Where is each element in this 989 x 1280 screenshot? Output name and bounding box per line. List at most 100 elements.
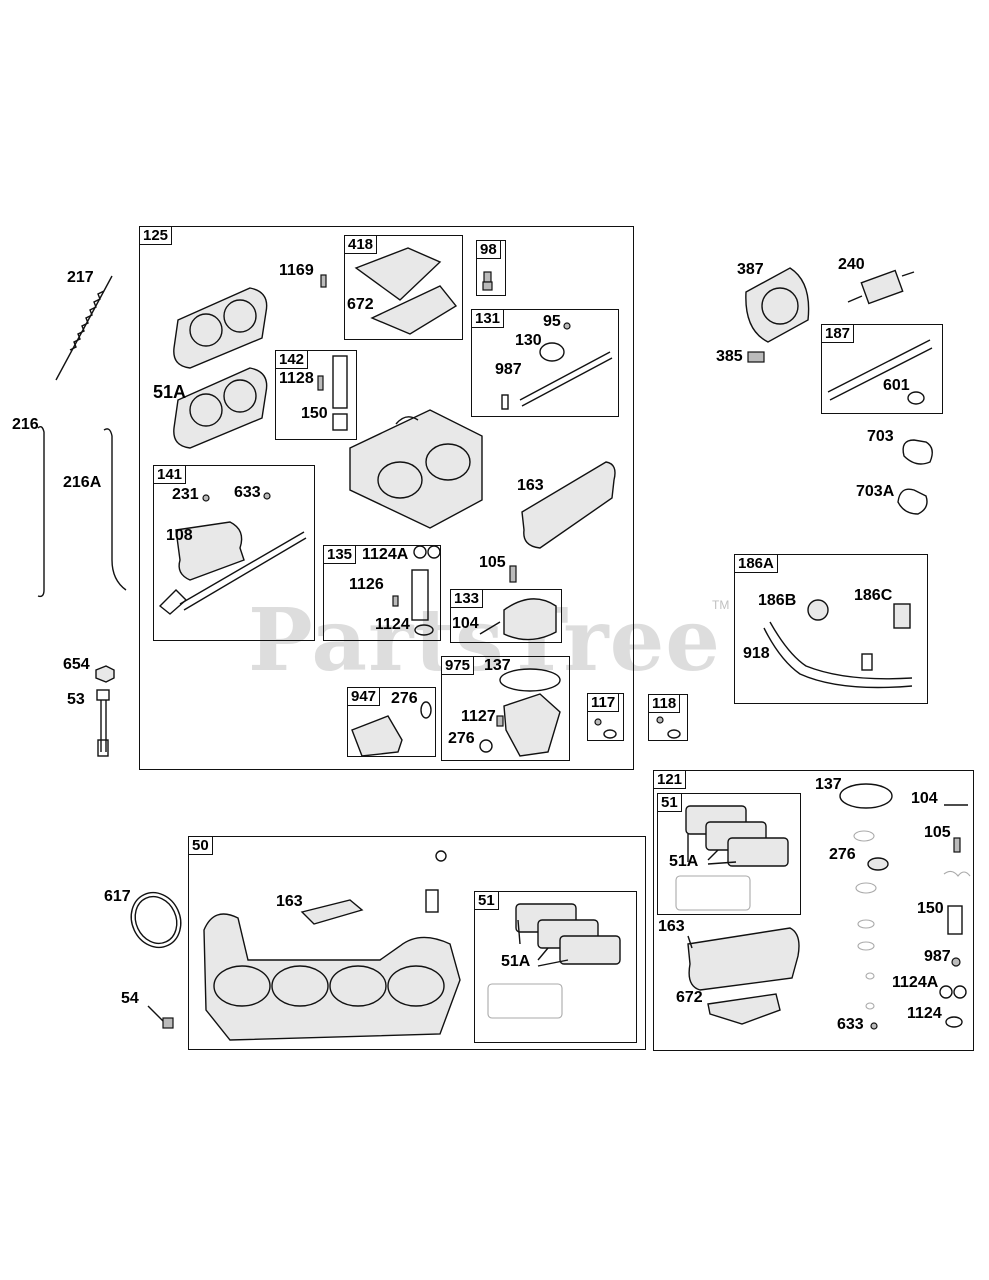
- callout-1128: 1128: [279, 370, 314, 387]
- group-box-975: 975: [441, 656, 570, 761]
- callout-703a: 703A: [856, 483, 895, 500]
- group-label-947: 947: [347, 687, 381, 706]
- clamp-703a-drawing: [897, 488, 928, 515]
- link-216-drawing: [37, 425, 45, 598]
- group-label-141: 141: [153, 465, 187, 484]
- callout-672-box121: 672: [676, 989, 703, 1006]
- plate-672-drawing: [370, 285, 458, 335]
- group-label-125: 125: [139, 226, 173, 245]
- group-label-975: 975: [441, 656, 475, 675]
- shaft-141-drawing: [158, 492, 307, 615]
- callout-918: 918: [743, 645, 770, 662]
- callout-654: 654: [63, 656, 90, 673]
- callout-163-box50: 163: [276, 893, 303, 910]
- nut-654-drawing: [95, 665, 115, 683]
- group-label-131: 131: [471, 309, 505, 328]
- callout-186b: 186B: [758, 592, 797, 609]
- callout-703: 703: [867, 428, 894, 445]
- carburetor-body-drawing: [349, 409, 483, 529]
- callout-163: 163: [517, 477, 544, 494]
- group-box-135: 135: [323, 545, 441, 641]
- callout-633: 633: [234, 484, 261, 501]
- callout-150-box121: 150: [917, 900, 944, 917]
- callout-1124a: 1124A: [362, 546, 409, 563]
- callout-387: 387: [737, 261, 764, 278]
- group-box-142: 142: [275, 350, 357, 440]
- group-box-141: 141: [153, 465, 315, 641]
- parts-117-drawing: [594, 718, 617, 739]
- callout-186c: 186C: [854, 587, 893, 604]
- gasket-51a-drawing: [173, 367, 268, 449]
- link-216a-drawing: [103, 428, 127, 591]
- callout-385: 385: [716, 348, 743, 365]
- group-box-51-in-50: 51: [474, 891, 637, 1043]
- group-label-187: 187: [821, 324, 855, 343]
- callout-104-box121: 104: [911, 790, 938, 807]
- group-label-133: 133: [450, 589, 484, 608]
- bracket-142-drawing: [317, 355, 348, 431]
- callout-617: 617: [104, 888, 131, 905]
- group-label-142: 142: [275, 350, 309, 369]
- group-label-118: 118: [648, 694, 681, 713]
- gasket-163-drawing: [521, 461, 616, 549]
- callout-276-975: 276: [448, 730, 475, 747]
- callout-231: 231: [172, 486, 199, 503]
- parts-118-drawing: [656, 716, 681, 739]
- callout-51a: 51A: [153, 382, 187, 402]
- group-box-947: 947: [347, 687, 436, 757]
- group-label-186a: 186A: [734, 554, 778, 573]
- group-label-121: 121: [653, 770, 687, 789]
- gasket-163-box121-drawing: [687, 927, 800, 991]
- callout-276-947: 276: [391, 690, 418, 707]
- callout-240: 240: [838, 256, 865, 273]
- callout-108: 108: [166, 527, 193, 544]
- callout-130: 130: [515, 332, 542, 349]
- pin-104-drawing: [479, 621, 501, 635]
- callout-601: 601: [883, 377, 910, 394]
- group-box-117: 117: [587, 693, 624, 741]
- small-parts-column-drawing: [839, 783, 971, 1030]
- callout-51a-box121: 51A: [669, 853, 699, 870]
- callout-216a: 216A: [63, 474, 102, 491]
- callout-105: 105: [479, 554, 506, 571]
- callout-1124a-box121: 1124A: [892, 974, 939, 991]
- callout-1124: 1124: [375, 616, 410, 633]
- callout-104: 104: [452, 615, 479, 632]
- fuel-pump-387-drawing: [745, 267, 810, 363]
- callout-95: 95: [543, 313, 561, 330]
- group-label-135: 135: [323, 545, 357, 564]
- fuel-filter-240-drawing: [847, 269, 915, 305]
- callout-987: 987: [495, 361, 522, 378]
- group-box-133: 133: [450, 589, 562, 643]
- group-box-418: 418: [344, 235, 463, 340]
- callout-53: 53: [67, 691, 85, 708]
- group-box-118: 118: [648, 694, 688, 741]
- group-label-418: 418: [344, 235, 378, 254]
- group-box-98: 98: [476, 240, 506, 296]
- callout-1126: 1126: [349, 576, 384, 593]
- callout-217: 217: [67, 269, 94, 286]
- group-box-131: 131: [471, 309, 619, 417]
- clamp-703-drawing: [902, 439, 933, 465]
- gasket-51-drawing: [173, 287, 268, 369]
- ring-617-drawing: [130, 891, 182, 949]
- callout-1127: 1127: [461, 708, 496, 725]
- callout-276-box121: 276: [829, 846, 856, 863]
- group-box-186a: 186A: [734, 554, 928, 704]
- spring-rod-drawing: [55, 275, 113, 381]
- callout-54: 54: [121, 990, 139, 1007]
- shaft-131-drawing: [501, 322, 613, 410]
- screw-98-drawing: [482, 271, 493, 291]
- callout-987-box121: 987: [924, 948, 951, 965]
- solenoid-947-drawing: [351, 701, 432, 757]
- float-133-drawing: [503, 598, 557, 641]
- assembly-186a-drawing: [763, 599, 913, 689]
- group-label-98: 98: [476, 240, 501, 259]
- callout-137-box121: 137: [815, 776, 842, 793]
- callout-672: 672: [347, 296, 374, 313]
- intake-manifold-50-drawing: [203, 850, 461, 1041]
- callout-633-box121: 633: [837, 1016, 864, 1033]
- callout-150: 150: [301, 405, 328, 422]
- group-label-51-in-121: 51: [657, 793, 682, 812]
